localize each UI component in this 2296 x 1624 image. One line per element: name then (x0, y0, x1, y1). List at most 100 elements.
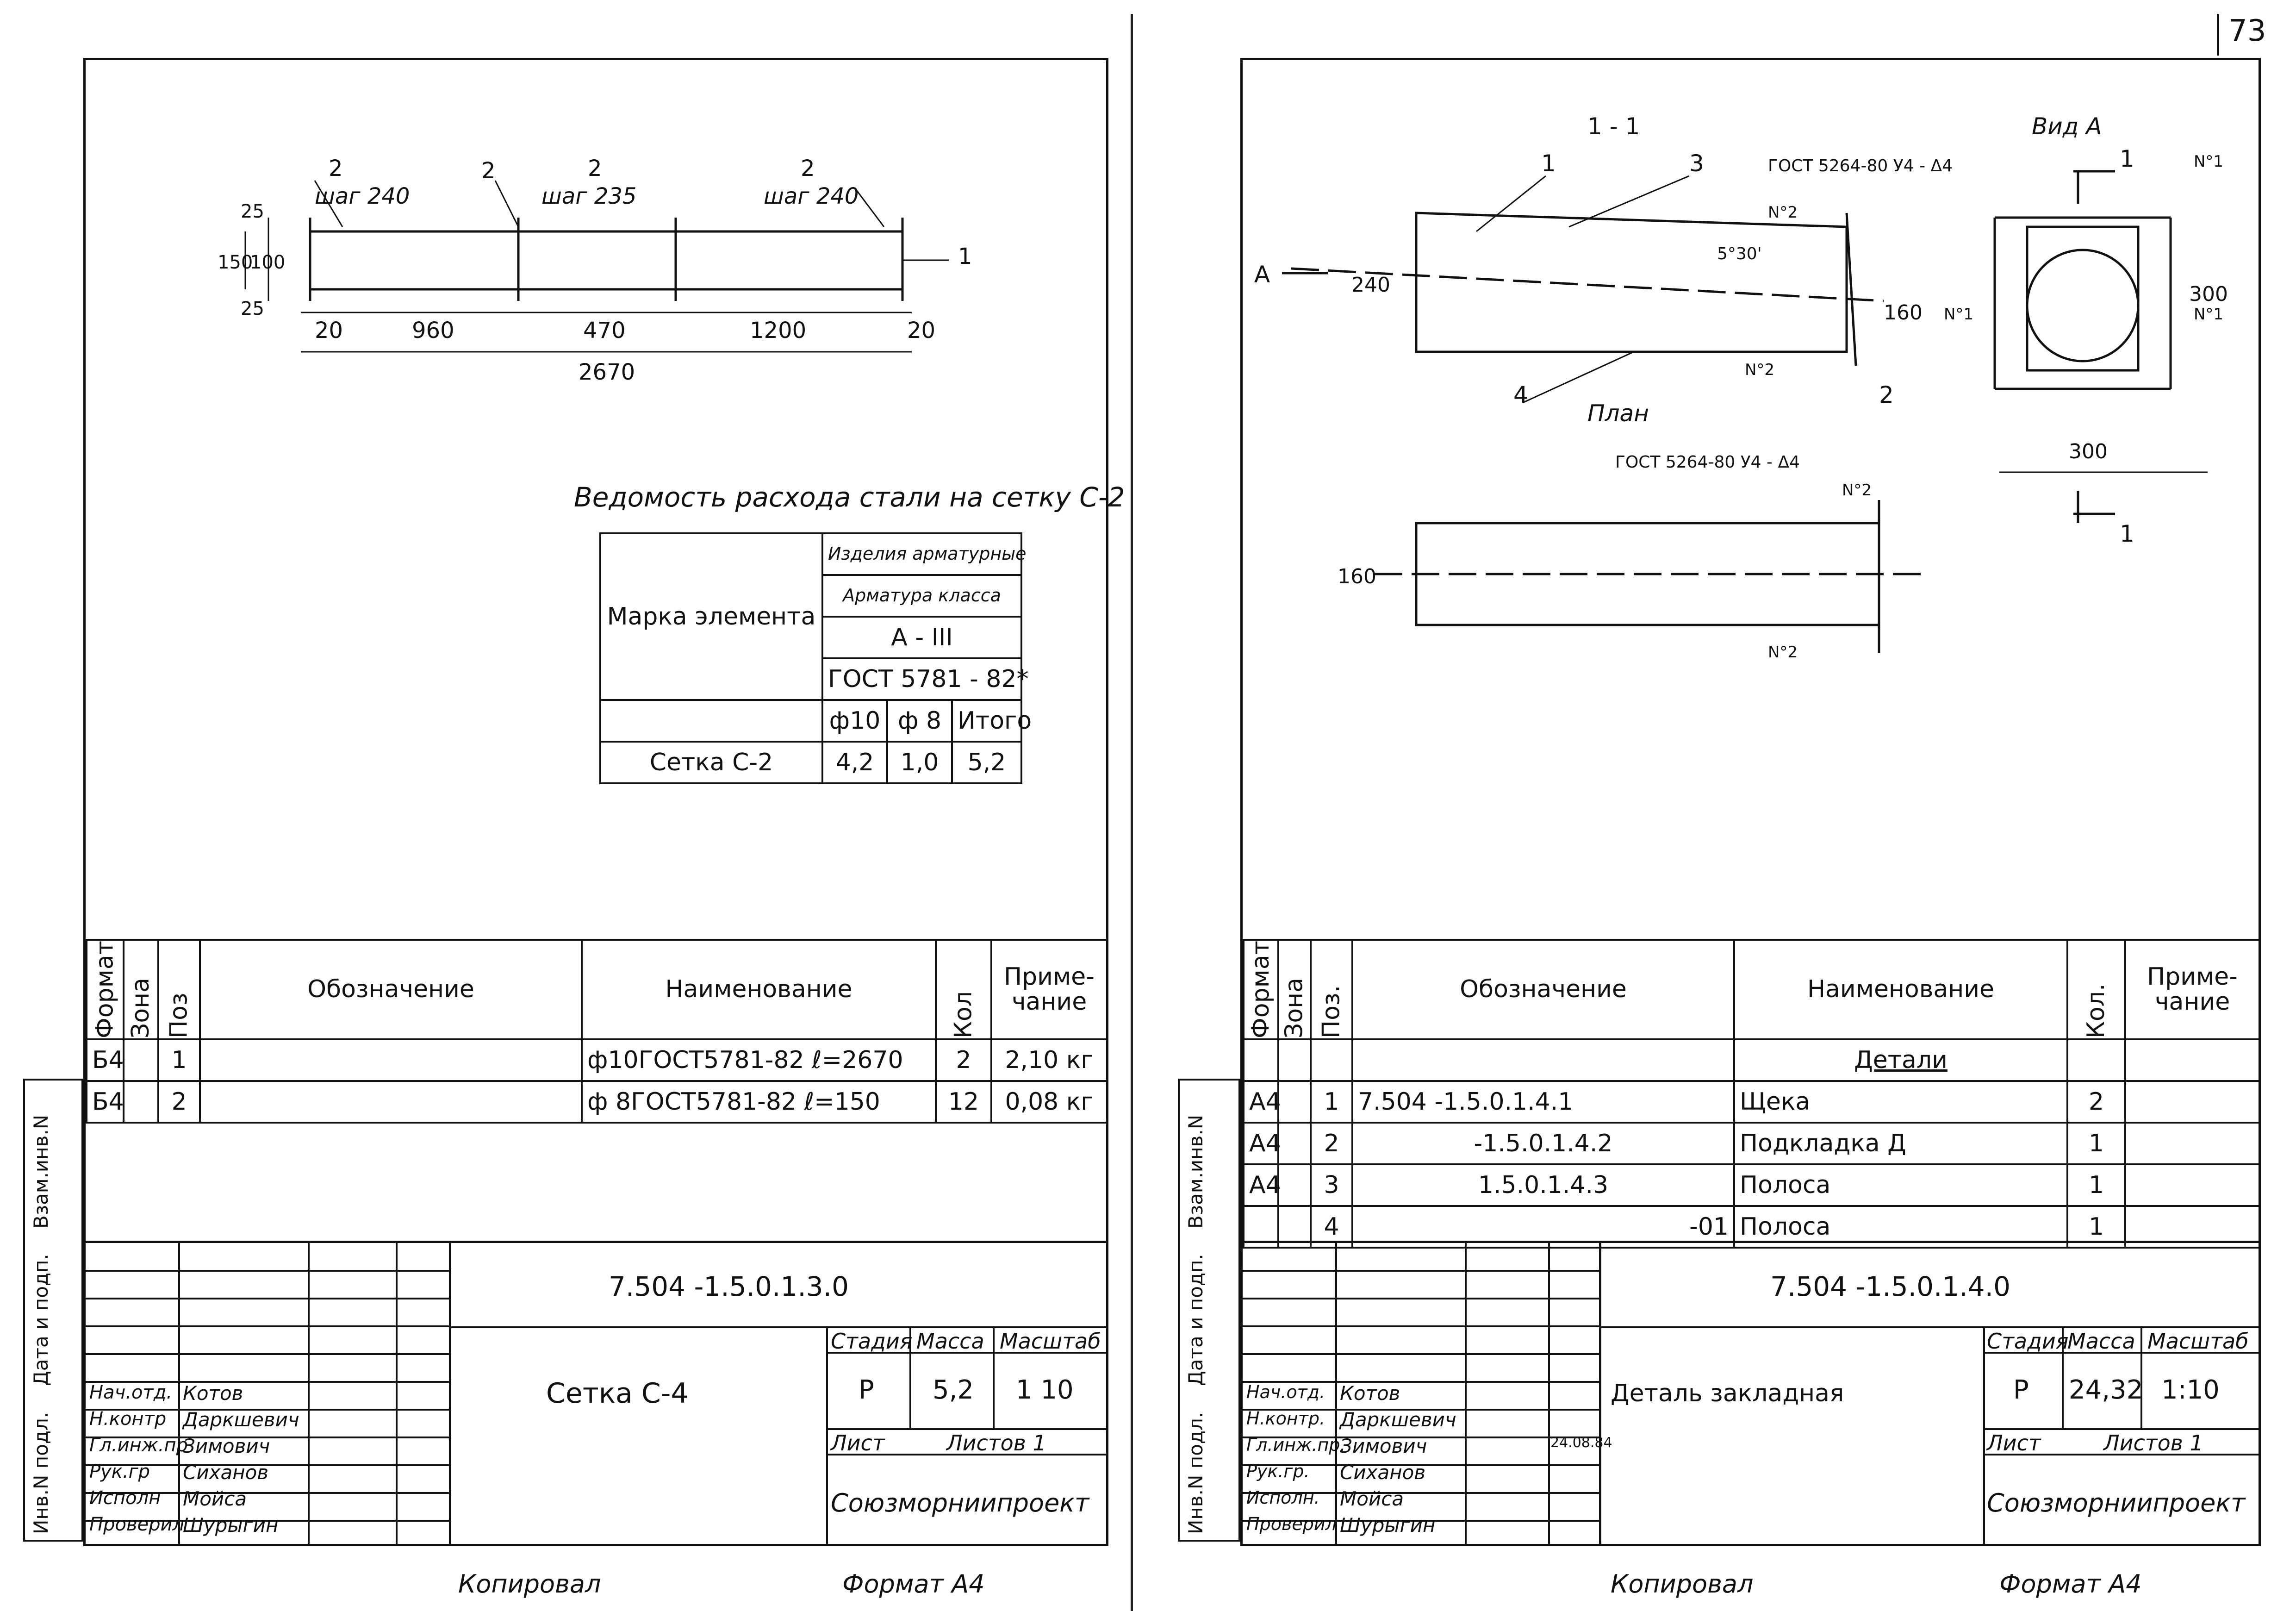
right-sheets-label: Листов 1 (2103, 1430, 2203, 1455)
left-role-4: Рук.гр (89, 1461, 150, 1482)
group-header: Изделия арматурные (821, 532, 1027, 576)
mesh-drawing: 2 2 2 2 1 шаг 240 шаг 235 шаг 240 20 960… (218, 156, 972, 385)
r-row3-qty: 1 (2066, 1163, 2126, 1207)
r-hdr-note: Приме-чание (2124, 939, 2260, 1040)
mesh-label-1: 1 (958, 244, 972, 269)
right-side-label-1: Взам.инв.N (1184, 1114, 1207, 1229)
nmark-3: N°1 (2194, 152, 2223, 171)
left-name-2: Даркшевич (183, 1408, 299, 1431)
section-title: 1 - 1 (1587, 113, 1640, 140)
right-name-6: Шурыгин (1340, 1514, 1436, 1537)
left-sheets-label: Листов 1 (946, 1430, 1046, 1455)
r-row2-designation: -1.5.0.1.4.2 (1351, 1121, 1735, 1165)
dim-160-top: 160 (1884, 301, 1923, 325)
r-row1-format: А4 (1243, 1080, 1281, 1124)
row1-name: ф10ГОСТ5781-82 ℓ=2670 (581, 1038, 937, 1082)
left-spec-table: Формат Зона Поз Обозначение Наименование… (86, 939, 1108, 1124)
cut-label-top: 1 (2120, 145, 2134, 172)
r-row2-qty: 1 (2066, 1121, 2126, 1165)
dim-1200: 1200 (750, 318, 806, 344)
gost-weld-plan: ГОСТ 5264-80 У4 - Δ4 (1615, 453, 1800, 472)
cut-label-bottom: 1 (2120, 520, 2134, 547)
nmark-7: N°2 (1768, 643, 1798, 662)
row-val-2: 1,0 (886, 741, 953, 784)
r-hdr-qty: Кол. (2067, 940, 2125, 1039)
right-title: Деталь закладная (1611, 1380, 1844, 1407)
left-side-label-2: Дата и подп. (30, 1254, 52, 1386)
right-date: 24.08.84 (1550, 1435, 1612, 1451)
row1-qty: 2 (935, 1038, 992, 1082)
r-row1-qty: 2 (2066, 1080, 2126, 1124)
row-val-1: 4,2 (821, 741, 888, 784)
right-side-label-3: Инв.N подл. (1184, 1412, 1207, 1534)
hdr-name: Наименование (581, 939, 937, 1040)
right-org: Союзморниипроект (1987, 1488, 2246, 1518)
left-name-6: Шурыгин (183, 1514, 279, 1537)
view-arrow-label: А (1254, 261, 1270, 288)
dim-300-v: 300 (2189, 282, 2228, 306)
r-hdr-pos: Поз. (1311, 940, 1352, 1039)
steel-table: Марка элемента Изделия арматурные Армату… (599, 532, 1032, 784)
right-stage: Р (2013, 1375, 2029, 1405)
left-mass: 5,2 (933, 1375, 974, 1405)
right-stage-label: Стадия (1987, 1329, 2069, 1354)
hdr-pos: Поз (158, 940, 200, 1039)
dim-25b: 25 (241, 298, 264, 319)
right-mass: 24,32 (2069, 1375, 2143, 1405)
right-role-6: Проверил (1246, 1514, 1337, 1534)
rebar-class-header: Арматура класса (821, 574, 1023, 618)
col-total: Итого (951, 699, 1032, 743)
r-row2-pos: 2 (1310, 1121, 1353, 1165)
dim-300-h: 300 (2069, 440, 2108, 463)
view-title: Вид А (2032, 113, 2102, 140)
hdr-note: Приме-чание (990, 939, 1108, 1040)
dim-470: 470 (583, 318, 626, 344)
left-scale-label: Масштаб (1000, 1329, 1101, 1354)
right-footer-format: Формат А4 (1999, 1569, 2142, 1599)
r-row3-format: А4 (1243, 1163, 1281, 1207)
row2-pos: 2 (157, 1080, 201, 1124)
step-240b: шаг 240 (764, 183, 859, 209)
right-spec-table: Формат Зона Поз. Обозначение Наименовани… (1243, 939, 2260, 1249)
row1-note: 2,10 кг (990, 1038, 1108, 1082)
mesh-label-2a: 2 (329, 156, 343, 181)
statement-title: Ведомость расхода стали на сетку С-2 (574, 481, 1125, 513)
right-role-4: Рук.гр. (1246, 1461, 1310, 1481)
r-row3-designation: 1.5.0.1.4.3 (1351, 1163, 1735, 1207)
left-footer-copied: Копировал (458, 1569, 601, 1599)
dim-240: 240 (1351, 273, 1390, 297)
left-stage: Р (859, 1375, 874, 1405)
row2-note: 0,08 кг (990, 1080, 1108, 1124)
left-side-label-3: Инв.N подл. (30, 1412, 52, 1534)
dim-960: 960 (412, 318, 454, 344)
right-side-label-2: Дата и подп. (1184, 1254, 1207, 1386)
pos-label-4: 4 (1513, 381, 1528, 408)
dim-160-plan: 160 (1338, 565, 1376, 588)
right-role-1: Нач.отд. (1246, 1382, 1325, 1402)
pos-label-1: 1 (1541, 150, 1556, 177)
right-role-2: Н.контр. (1246, 1408, 1325, 1429)
left-side-strip: Взам.инв.N Дата и подп. Инв.N подл. (23, 1079, 83, 1542)
step-240a: шаг 240 (315, 183, 410, 209)
left-sheet-label: Лист (831, 1430, 885, 1455)
step-235: шаг 235 (541, 183, 636, 209)
right-sheet-label: Лист (1987, 1430, 2041, 1455)
row1-pos: 1 (157, 1038, 201, 1082)
mesh-label-2c: 2 (588, 156, 602, 181)
left-name-5: Мойса (183, 1487, 247, 1510)
row-val-3: 5,2 (951, 741, 1023, 784)
right-sheet-frame (1240, 58, 2261, 1546)
right-role-5: Исполн. (1246, 1487, 1320, 1508)
left-side-label-1: Взам.инв.N (30, 1114, 52, 1229)
col-d8: ф 8 (886, 699, 953, 743)
left-role-3: Гл.инж.пр (89, 1435, 188, 1456)
r-hdr-format: Формат (1244, 940, 1278, 1039)
left-name-4: Сиханов (183, 1461, 269, 1484)
left-role-5: Исполн (89, 1487, 161, 1509)
row1-format: Б4 (86, 1038, 124, 1082)
left-role-6: Проверил (89, 1514, 185, 1535)
dim-angle: 5°30' (1717, 244, 1762, 263)
r-section: Детали (1733, 1038, 2068, 1082)
right-name-3: Зимович (1340, 1435, 1427, 1457)
dim-150: 150 (218, 252, 253, 273)
